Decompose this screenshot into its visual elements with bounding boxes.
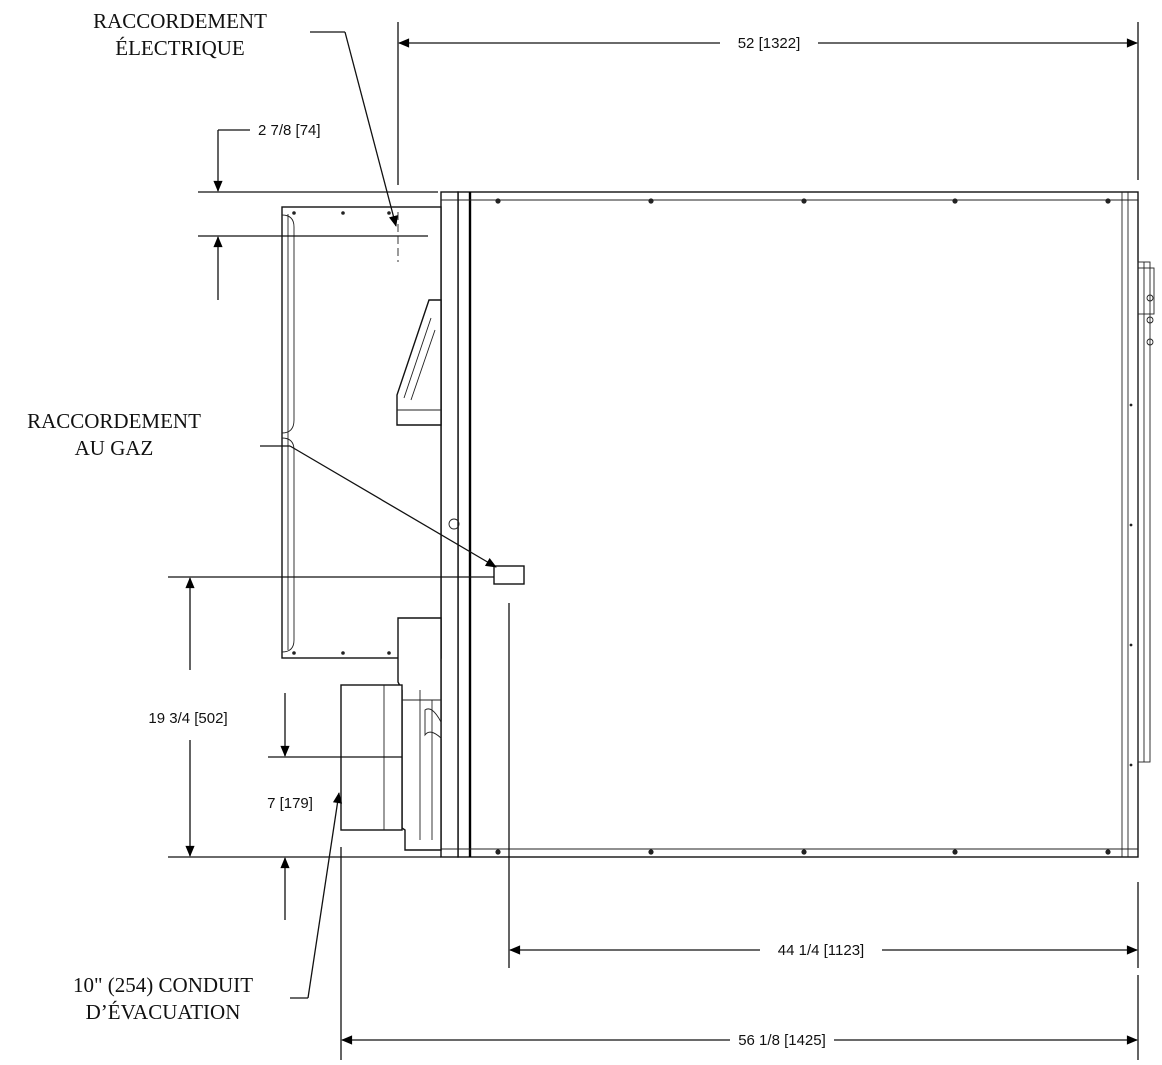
dim-gas-to-back-label: 44 1/4 [1123]: [778, 942, 864, 959]
dim-electrical-offset-label: 2 7/8 [74]: [258, 122, 321, 139]
cabinet-screws-top: [495, 198, 1111, 204]
burner-box-screws: [292, 211, 391, 655]
burner-box: [281, 206, 442, 659]
electrical-label-line1: RACCORDEMENT: [93, 9, 267, 33]
main-cabinet: [457, 191, 1139, 858]
dim-overall-bottom: [341, 975, 1139, 1060]
rear-mounting-bracket: [1137, 261, 1155, 763]
vent-label-line2: D’ÉVACUATION: [86, 1000, 241, 1024]
cabinet-side-rivets: [1129, 403, 1133, 767]
dim-gas-to-back: [508, 603, 1139, 968]
dim-gas-height-label: 19 3/4 [502]: [148, 710, 227, 727]
dim-overall-bottom-label: 56 1/8 [1425]: [738, 1032, 826, 1049]
vent-callout: [290, 792, 343, 1060]
dim-vent-center-label: 7 [179]: [267, 795, 313, 812]
cabinet-screws-bottom: [495, 849, 1111, 855]
combustion-air-wedge: [396, 299, 442, 426]
dim-overall-top: [397, 22, 1139, 185]
electrical-callout: [310, 31, 399, 262]
gas-label-line2: AU GAZ: [75, 436, 154, 460]
electrical-label-line2: ÉLECTRIQUE: [115, 36, 244, 60]
gas-callout: [260, 445, 497, 568]
dim-gas-height: [168, 576, 494, 858]
dim-overall-top-label: 52 [1322]: [738, 35, 801, 52]
vent-label-line1: 10" (254) CONDUIT: [73, 973, 253, 997]
dim-vent-center: [268, 693, 402, 920]
gas-connection-stub: [493, 565, 525, 585]
gas-label-line1: RACCORDEMENT: [27, 409, 201, 433]
dim-electrical-offset: [198, 129, 438, 300]
